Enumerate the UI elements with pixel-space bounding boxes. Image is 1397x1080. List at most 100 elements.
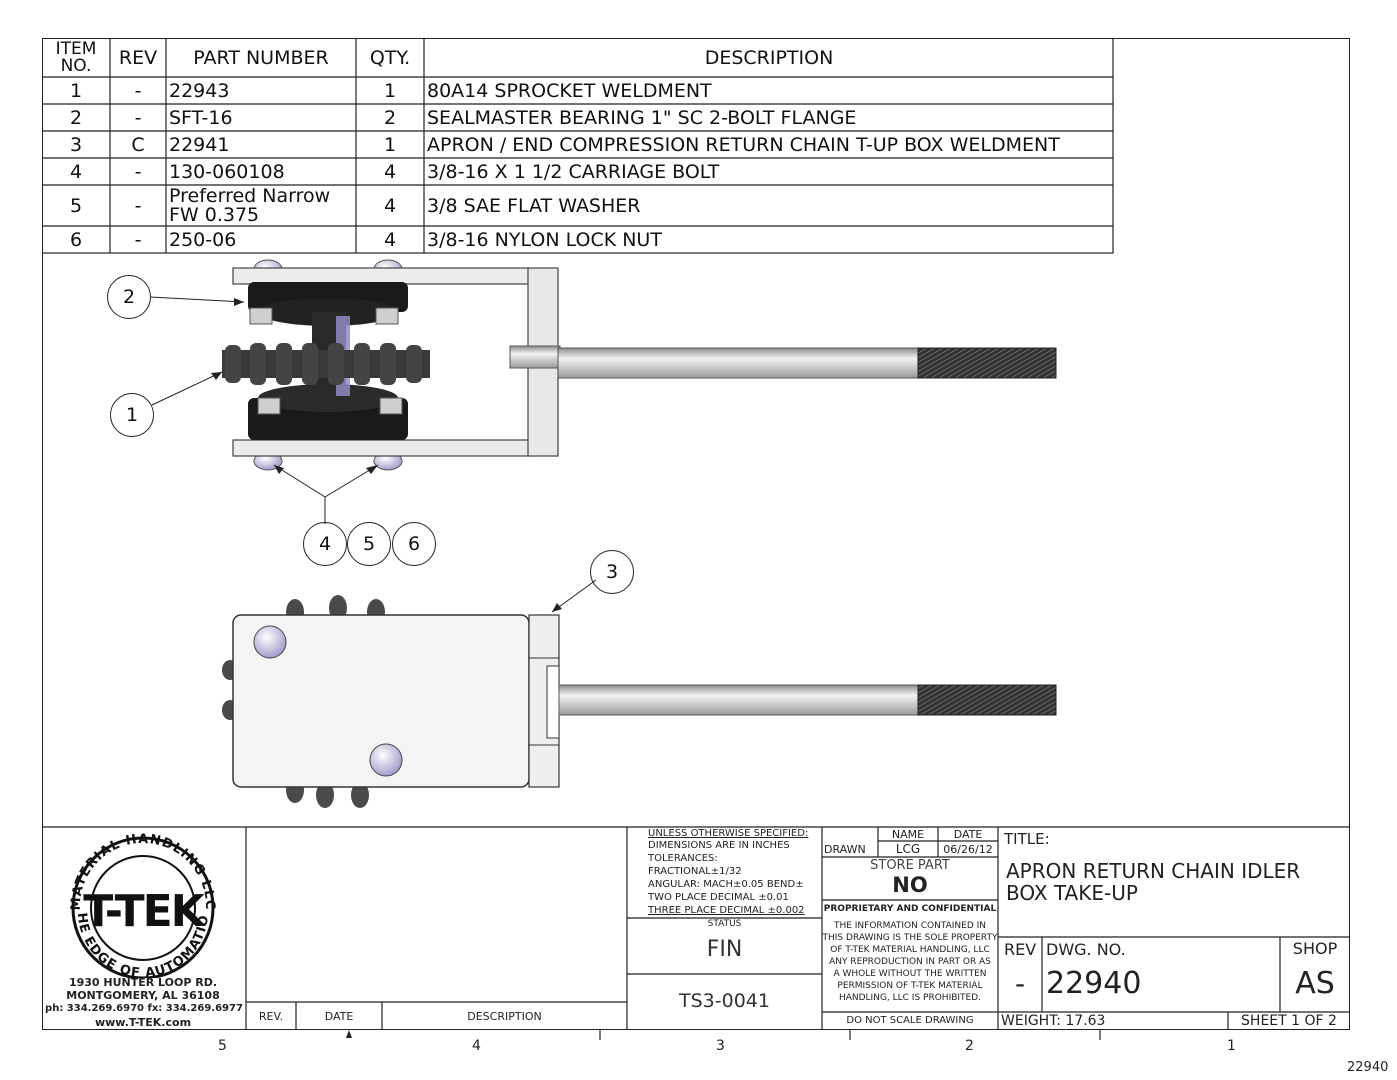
tolerance-note-6: TWO PLACE DECIMAL ±0.01: [648, 892, 789, 903]
company-website: www.T-TEK.com: [94, 1016, 192, 1029]
balloon-5: 5: [347, 522, 391, 566]
threaded-rod-shank: [558, 684, 920, 716]
bom-row-2-item: 2: [69, 106, 83, 129]
bom-header-description: DESCRIPTION: [704, 46, 834, 69]
status-value: FIN: [706, 937, 743, 962]
bom-row-6-description: 3/8-16 NYLON LOCK NUT: [427, 228, 662, 251]
status-label: STATUS: [707, 919, 742, 929]
zone-3: 3: [716, 1038, 725, 1054]
balloon-3-label: 3: [605, 561, 619, 583]
bom-row-3-part: 22941: [169, 133, 230, 156]
tolerance-note-7: THREE PLACE DECIMAL ±0.002: [648, 905, 805, 916]
revision-rev-header: REV.: [258, 1010, 284, 1023]
corner-drawing-number: 22940: [1347, 1060, 1389, 1075]
logo-name: T-TEK: [83, 886, 206, 937]
store-part-value: NO: [892, 873, 928, 897]
company-address-1: 1930 HUNTER LOOP RD.: [68, 976, 218, 989]
threaded-rod: [509, 345, 1057, 379]
revision-date-header: DATE: [324, 1010, 354, 1023]
bom-row-5-rev: -: [134, 194, 142, 217]
balloon-1-label: 1: [125, 404, 139, 426]
drawn-date: 06/26/12: [943, 843, 993, 856]
sheet-number: SHEET 1 OF 2: [1241, 1013, 1337, 1029]
tolerance-note-3: TOLERANCES:: [648, 853, 718, 864]
t-tek-logo: MATERIAL HANDLING LLC THE EDGE OF AUTOMA…: [58, 828, 216, 978]
zone-2: 2: [965, 1038, 974, 1054]
bom-row-4-rev: -: [134, 160, 142, 183]
bom-row-4-qty: 4: [383, 160, 397, 183]
bom-row-6-qty: 4: [383, 228, 397, 251]
sprocket: [222, 343, 430, 385]
bom-row-4-part: 130-060108: [169, 160, 285, 183]
balloon-3: 3: [590, 550, 634, 594]
balloon-5-label: 5: [362, 533, 376, 555]
drawn-name: LCG: [895, 842, 921, 856]
zone-1: 1: [1227, 1038, 1236, 1054]
zone-4: 4: [472, 1038, 481, 1054]
shop-value: AS: [1295, 966, 1335, 1001]
bom-grid: [42, 38, 1114, 254]
tolerance-note-5: ANGULAR: MACH±0.05 BEND±: [648, 879, 804, 890]
revision-description-header: DESCRIPTION: [467, 1010, 542, 1023]
bom-header-item-line2: NO.: [60, 55, 92, 76]
bom-header-qty: QTY.: [369, 46, 411, 69]
bom-header-rev: REV: [118, 46, 158, 69]
drawn-name-header: NAME: [891, 828, 925, 841]
proprietary-line-2: THIS DRAWING IS THE SOLE PROPERTY: [822, 933, 998, 943]
title-label: TITLE:: [1004, 830, 1050, 848]
proprietary-line-7: HANDLING, LLC IS PROHIBITED.: [838, 993, 982, 1003]
bom-header-part: PART NUMBER: [193, 46, 329, 69]
company-address-2: MONTGOMERY, AL 36108: [66, 989, 220, 1002]
bom-row-3-description: APRON / END COMPRESSION RETURN CHAIN T-U…: [427, 133, 1060, 156]
balloon-4: 4: [303, 522, 347, 566]
proprietary-title: PROPRIETARY AND CONFIDENTIAL: [823, 904, 997, 914]
weight: WEIGHT: 17.63: [1001, 1013, 1106, 1029]
bom-row-1-part: 22943: [169, 79, 230, 102]
tolerance-note-4: FRACTIONAL±1/32: [648, 866, 742, 877]
balloon-6-label: 6: [407, 533, 421, 555]
balloon-4-label: 4: [318, 533, 332, 555]
bom-row-2-qty: 2: [383, 106, 397, 129]
bom-row-5-part-line1: Preferred Narrow: [169, 184, 331, 207]
bom-row-1-item: 1: [69, 79, 83, 102]
bom-row-2-part: SFT-16: [169, 106, 233, 129]
tolerance-note-1: UNLESS OTHERWISE SPECIFIED:: [648, 828, 809, 839]
balloon-1: 1: [110, 393, 154, 437]
company-phone: ph: 334.269.6970 fx: 334.269.6977: [45, 1003, 243, 1014]
balloon-2-label: 2: [122, 286, 136, 308]
bom-row-5-qty: 4: [383, 194, 397, 217]
bom-row-5-item: 5: [69, 194, 83, 217]
tolerance-note-2: DIMENSIONS ARE IN INCHES: [648, 840, 790, 851]
bom-row-4-item: 4: [69, 160, 83, 183]
balloon-leaders: [149, 296, 597, 613]
bom-row-2-rev: -: [134, 106, 142, 129]
proprietary-line-3: OF T-TEK MATERIAL HANDLING, LLC: [830, 945, 990, 955]
proprietary-line-5: A WHOLE WITHOUT THE WRITTEN: [833, 969, 987, 979]
bolt-head: [369, 743, 403, 777]
side-view-drawing: [222, 595, 1057, 808]
title-line-2: BOX TAKE-UP: [1006, 881, 1138, 905]
bolt-head: [253, 625, 287, 659]
do-not-scale-note: DO NOT SCALE DRAWING: [846, 1015, 974, 1026]
balloon-6: 6: [392, 522, 436, 566]
bom-table: ITEM NO. REV PART NUMBER QTY. DESCRIPTIO…: [42, 38, 1114, 254]
drawing-code: TS3-0041: [679, 990, 770, 1012]
bom-row-1-qty: 1: [383, 79, 397, 102]
rev-label: REV: [1004, 940, 1037, 959]
title-line-1: APRON RETURN CHAIN IDLER: [1006, 859, 1301, 883]
bom-row-5-description: 3/8 SAE FLAT WASHER: [427, 194, 641, 217]
zone-5: 5: [218, 1038, 227, 1054]
bom-row-3-qty: 1: [383, 133, 397, 156]
proprietary-line-6: PERMISSION OF T-TEK MATERIAL: [837, 981, 983, 991]
proprietary-line-4: ANY REPRODUCTION IN PART OR AS: [829, 957, 991, 967]
bom-row-6-item: 6: [69, 228, 83, 251]
drawn-label: DRAWN: [824, 843, 866, 856]
bom-row-2-description: SEALMASTER BEARING 1" SC 2-BOLT FLANGE: [427, 106, 857, 129]
shop-label: SHOP: [1292, 939, 1338, 958]
bom-row-3-item: 3: [69, 133, 83, 156]
rev-value: -: [1014, 967, 1026, 1000]
bom-row-1-description: 80A14 SPROCKET WELDMENT: [427, 79, 712, 102]
bom-header-item: ITEM NO.: [42, 38, 110, 77]
bom-row-4-description: 3/8-16 X 1 1/2 CARRIAGE BOLT: [427, 160, 720, 183]
